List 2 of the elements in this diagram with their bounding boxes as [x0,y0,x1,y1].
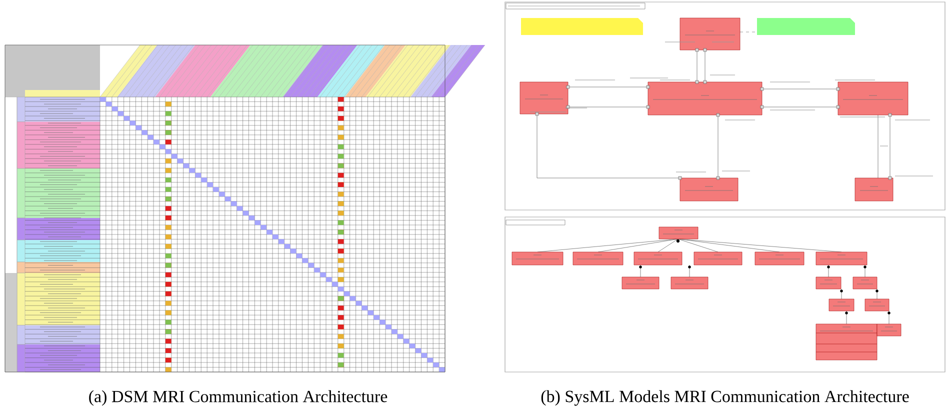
caption: (b) SysML Models MRI Communication Architecture [541,390,909,406]
caption: (a) DSM MRI Communication Architecture [89,390,388,406]
